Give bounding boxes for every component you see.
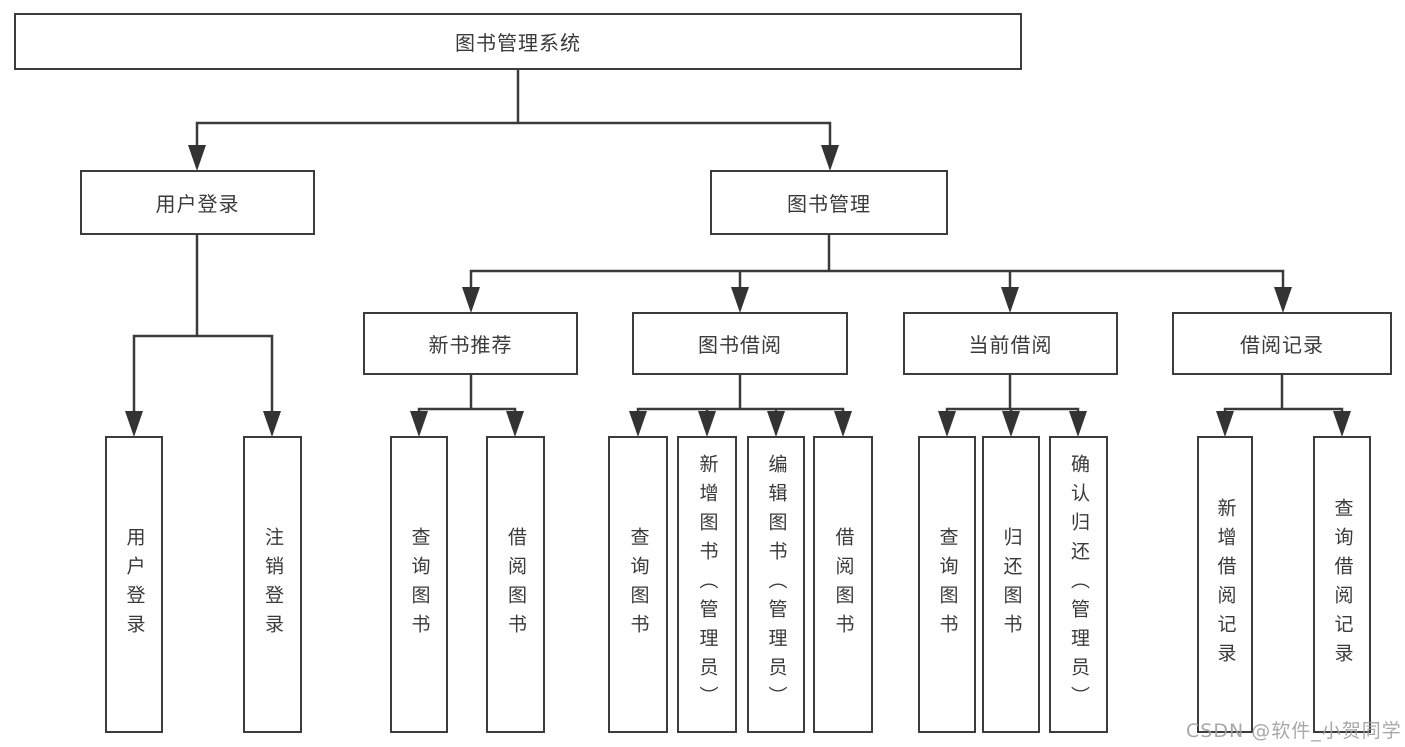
- node-book-management: 图书管理: [710, 170, 948, 235]
- leaf-add-borrow-record: 新增借阅记录: [1197, 436, 1253, 733]
- leaf-return-books: 归还图书: [982, 436, 1040, 733]
- leaf-borrow-books-borrowing: 借阅图书: [813, 436, 873, 733]
- node-current-borrowing: 当前借阅: [903, 312, 1118, 375]
- leaf-query-books-recommend: 查询图书: [390, 436, 448, 733]
- leaf-query-books-current: 查询图书: [918, 436, 976, 733]
- node-borrowing-records: 借阅记录: [1172, 312, 1392, 375]
- root-node-label: 图书管理系统: [455, 31, 581, 55]
- node-user-login-label: 用户登录: [155, 192, 240, 216]
- node-new-book-recommendation: 新书推荐: [363, 312, 578, 375]
- root-node-library-system: 图书管理系统: [14, 13, 1022, 70]
- leaf-borrow-books-recommend: 借阅图书: [486, 436, 545, 733]
- leaf-confirm-return-admin: 确认归还（管理员）: [1049, 436, 1108, 733]
- arrowheads: [125, 145, 1351, 437]
- node-book-management-label: 图书管理: [787, 192, 871, 216]
- node-current-borrowing-label: 当前借阅: [968, 333, 1053, 357]
- leaf-add-books-admin: 新增图书（管理员）: [677, 436, 737, 733]
- leaf-user-login: 用户登录: [105, 436, 163, 733]
- leaf-query-books-borrowing: 查询图书: [608, 436, 668, 733]
- leaf-logout: 注销登录: [243, 436, 302, 733]
- node-borrowing-records-label: 借阅记录: [1240, 333, 1324, 357]
- csdn-watermark: CSDN @软件_小贺同学: [1186, 720, 1402, 742]
- leaf-query-borrow-record: 查询借阅记录: [1313, 436, 1371, 733]
- leaf-edit-books-admin: 编辑图书（管理员）: [747, 436, 805, 733]
- node-user-login: 用户登录: [80, 170, 315, 235]
- node-book-borrowing: 图书借阅: [632, 312, 848, 375]
- node-new-book-recommendation-label: 新书推荐: [428, 333, 513, 357]
- node-book-borrowing-label: 图书借阅: [698, 333, 782, 357]
